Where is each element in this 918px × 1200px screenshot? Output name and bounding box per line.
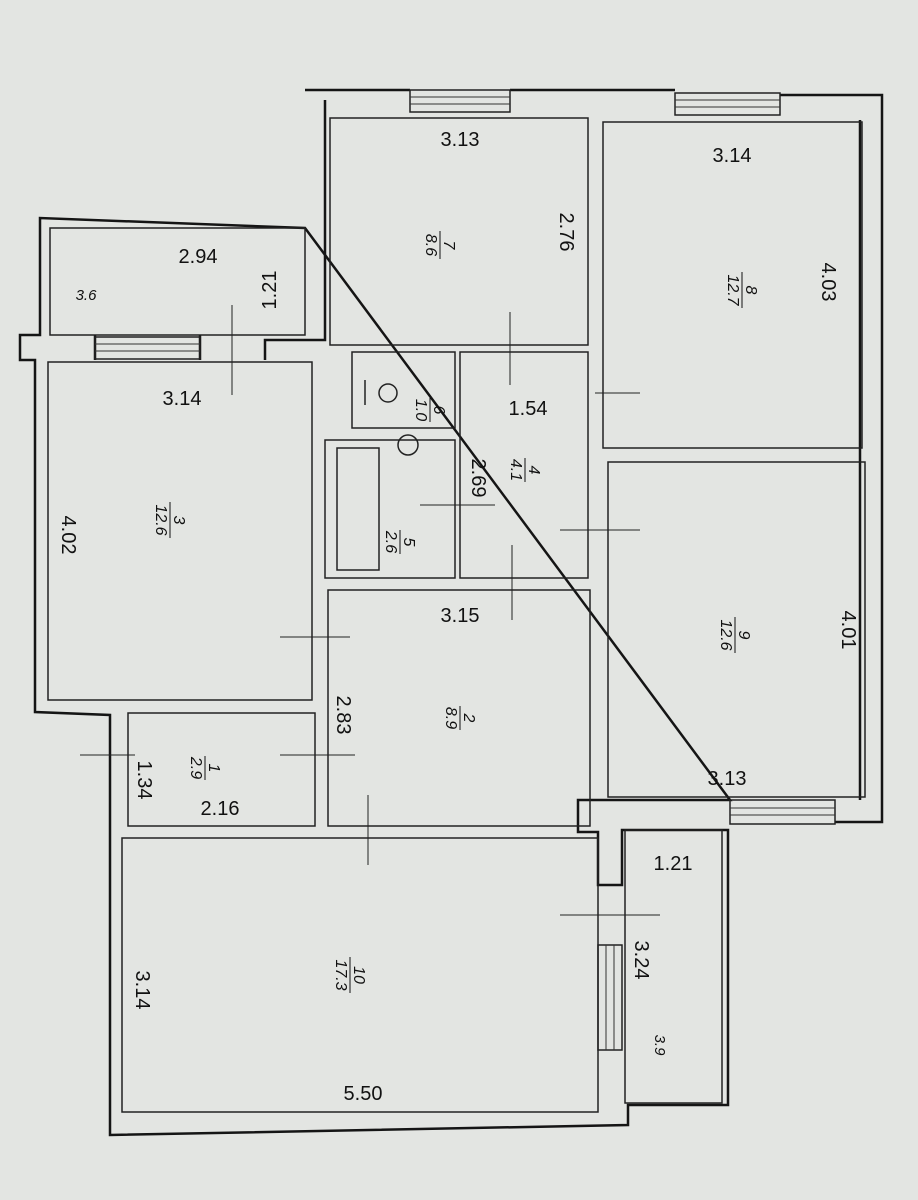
dim-balcony-left-depth: 1.21 — [259, 271, 281, 310]
room-area: 8.9 — [442, 707, 459, 729]
dim-room2-depth: 2.83 — [332, 696, 354, 735]
room-area: 2.9 — [187, 756, 204, 779]
dim-room9-depth: 4.01 — [837, 611, 859, 650]
dim-balcony-right-width: 1.21 — [654, 853, 693, 875]
room-3-label: 3 12.6 — [152, 502, 187, 538]
room-2-outline — [327, 589, 591, 827]
dim-room7-depth: 2.76 — [555, 213, 577, 252]
room-area: 12.7 — [724, 274, 741, 306]
room-8-outline — [602, 121, 863, 449]
toilet-icon — [364, 380, 398, 405]
dimension-labels: 3.13 2.76 3.14 4.03 2.94 1.21 3.14 4.02 … — [57, 129, 859, 1105]
dim-balcony-right-length: 3.24 — [630, 941, 652, 980]
dim-room10-width: 5.50 — [344, 1083, 383, 1105]
room-9-label: 9 12.6 — [717, 617, 752, 653]
window-top-1 — [409, 89, 511, 113]
dim-room1-width: 2.16 — [201, 798, 240, 820]
dim-room10-depth: 3.14 — [131, 971, 153, 1010]
bathtub — [336, 447, 380, 571]
dim-room4-depth: 2.69 — [467, 459, 489, 498]
room-number: 6 — [430, 406, 447, 415]
balcony-left-area: 3.6 — [76, 287, 98, 304]
room-area: 1.0 — [412, 399, 429, 421]
dim-room7-width: 3.13 — [441, 129, 480, 151]
room-number: 10 — [350, 966, 367, 984]
outer-walls — [18, 88, 884, 1137]
room-4-outline — [459, 351, 589, 579]
room-4-label: 4 4.1 — [507, 458, 542, 482]
room-1-outline — [127, 712, 316, 827]
room-number: 2 — [460, 713, 477, 723]
window-balcony-left — [94, 336, 201, 360]
dim-room1-depth: 1.34 — [133, 761, 155, 800]
room-10-outline — [121, 837, 599, 1113]
room-6-outline — [351, 351, 456, 429]
room-10-label: 10 17.3 — [332, 957, 367, 993]
room-number: 7 — [440, 241, 457, 251]
dim-room8-depth: 4.03 — [817, 263, 839, 302]
room-number: 5 — [400, 538, 417, 547]
room-number: 3 — [170, 516, 187, 525]
balcony-left-outline — [49, 227, 306, 336]
room-5-label: 5 2.6 — [382, 530, 417, 554]
room-area: 17.3 — [332, 959, 349, 990]
sink-icon — [397, 434, 419, 456]
room-6-label: 6 1.0 — [412, 398, 447, 422]
dim-room3-width: 3.14 — [163, 388, 202, 410]
room-area: 8.6 — [422, 234, 439, 256]
balcony-right-area: 3.9 — [651, 1035, 668, 1057]
window-top-2 — [674, 92, 781, 116]
room-area: 2.6 — [382, 530, 399, 553]
room-7-label: 7 8.6 — [422, 231, 457, 259]
room-1-label: 1 2.9 — [187, 756, 222, 780]
room-5-outline — [324, 439, 456, 579]
dim-room2-width: 3.15 — [441, 605, 480, 627]
room-outlines — [47, 117, 866, 1113]
room-area: 12.6 — [717, 619, 734, 650]
room-number: 9 — [735, 631, 752, 640]
room-number: 8 — [742, 286, 759, 295]
dim-room4-width: 1.54 — [509, 398, 548, 420]
room-area: 4.1 — [507, 459, 524, 481]
room-2-label: 2 8.9 — [442, 706, 477, 730]
section-marks — [80, 305, 660, 916]
balcony-right-outline — [624, 829, 723, 1104]
window-right — [729, 799, 836, 825]
dim-room8-width: 3.14 — [713, 145, 752, 167]
dim-room9-width: 3.13 — [708, 768, 747, 790]
room-3-outline — [47, 361, 313, 701]
dim-room3-depth: 4.02 — [57, 516, 79, 555]
room-number: 4 — [525, 466, 542, 475]
dim-balcony-left-width: 2.94 — [179, 246, 218, 268]
room-9-outline — [607, 461, 866, 798]
room-8-label: 8 12.7 — [724, 272, 759, 308]
room-number: 1 — [205, 764, 222, 773]
room-7-outline — [329, 117, 589, 346]
room-area: 12.6 — [152, 504, 169, 535]
